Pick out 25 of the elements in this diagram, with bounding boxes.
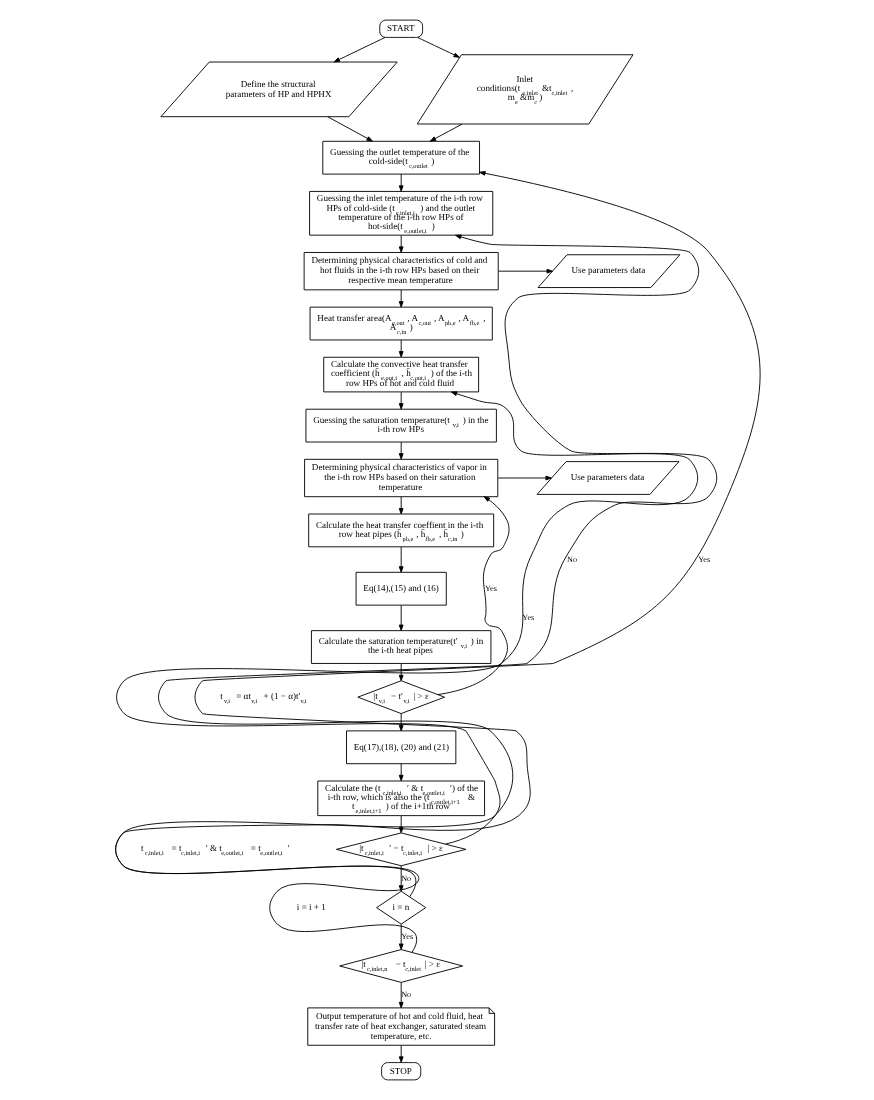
- arrow: [397, 815, 403, 834]
- arrow: [397, 1044, 403, 1063]
- arrow: [397, 982, 403, 1009]
- arrow: [326, 116, 372, 142]
- arrow: [397, 496, 403, 515]
- arrow: [397, 546, 403, 573]
- arrow: [397, 391, 403, 410]
- arrow: [114, 234, 717, 898]
- arrow: [416, 37, 459, 58]
- arrow: [497, 268, 552, 274]
- arrow: [397, 441, 403, 460]
- arrow: [436, 496, 509, 696]
- arrow: [496, 475, 551, 481]
- arrow: [114, 171, 760, 953]
- arrow: [332, 37, 385, 63]
- arrow: [115, 391, 698, 845]
- arrow: [397, 604, 403, 631]
- arrow: [428, 123, 462, 142]
- arrow: [397, 289, 403, 308]
- arrow: [397, 339, 403, 358]
- arrow: [397, 763, 403, 782]
- arrow: [397, 173, 403, 192]
- arrow: [397, 865, 403, 892]
- arrow: [397, 234, 403, 253]
- arrow: [397, 923, 403, 950]
